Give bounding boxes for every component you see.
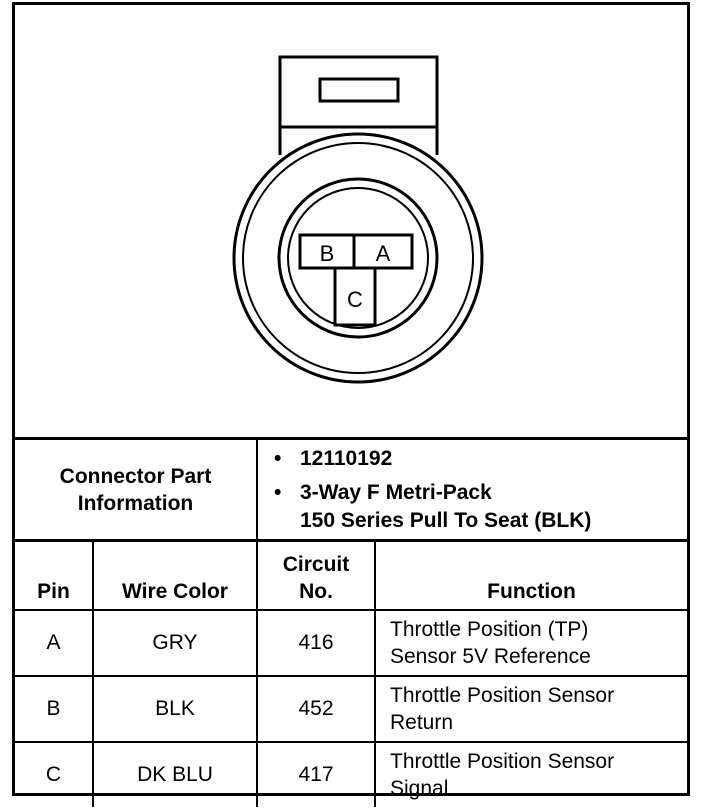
function-line1: Throttle Position Sensor xyxy=(390,684,615,707)
function-cell: Throttle Position (TP) Sensor 5V Referen… xyxy=(374,609,687,677)
function-line1: Throttle Position Sensor xyxy=(390,750,615,773)
pin-cell: B xyxy=(15,675,94,743)
pinout-table: Pin Wire Color Circuit No. Function A GR… xyxy=(15,539,687,807)
part-info-label-line1: Connector Part xyxy=(59,465,212,488)
wire-color-cell: DK BLU xyxy=(92,741,258,807)
locking-tab xyxy=(278,55,439,155)
pin-cavities xyxy=(298,233,414,327)
header-circuit-line1: Circuit xyxy=(282,553,350,576)
pin-b-label: B xyxy=(320,241,335,266)
wire-color-cell: BLK xyxy=(92,675,258,743)
connector-description-line2: 150 Series Pull To Seat (BLK) xyxy=(300,509,592,532)
connector-part-info: Connector Part Information • 12110192 • … xyxy=(15,437,687,542)
pin-a-label: A xyxy=(376,241,391,266)
connector-drawing: B A C xyxy=(232,55,484,384)
function-cell: Throttle Position Sensor Signal xyxy=(374,741,687,807)
circuit-cell: 416 xyxy=(256,609,376,677)
part-info-list: • 12110192 • 3-Way F Metri-Pack 150 Seri… xyxy=(256,437,687,542)
header-circuit: Circuit No. xyxy=(256,539,376,611)
function-line2: Return xyxy=(390,711,454,734)
connector-description-line1: 3-Way F Metri-Pack xyxy=(300,481,492,504)
part-number-item: • 12110192 xyxy=(274,445,687,473)
table-row: B BLK 452 Throttle Position Sensor Retur… xyxy=(15,675,687,743)
header-wire-color: Wire Color xyxy=(92,539,258,611)
connector-sheet: B A C Connector Part Information • 12110… xyxy=(12,2,690,807)
bullet-icon: • xyxy=(274,447,282,470)
pinout-header-row: Pin Wire Color Circuit No. Function xyxy=(15,539,687,611)
bullet-icon: • xyxy=(274,481,282,504)
connector-diagram: B A C xyxy=(15,5,687,437)
connector-description-item: • 3-Way F Metri-Pack xyxy=(274,479,687,507)
function-line2: Signal xyxy=(390,777,449,800)
pin-cell: C xyxy=(15,741,94,807)
circuit-cell: 452 xyxy=(256,675,376,743)
part-info-label-line2: Information xyxy=(77,492,194,515)
function-cell: Throttle Position Sensor Return xyxy=(374,675,687,743)
part-number: 12110192 xyxy=(300,447,393,470)
pin-c-label: C xyxy=(347,287,363,312)
pin-cell: A xyxy=(15,609,94,677)
table-row: C DK BLU 417 Throttle Position Sensor Si… xyxy=(15,741,687,807)
table-row: A GRY 416 Throttle Position (TP) Sensor … xyxy=(15,609,687,677)
header-circuit-line2: No. xyxy=(299,580,333,603)
function-line1: Throttle Position (TP) xyxy=(390,618,589,641)
function-line2: Sensor 5V Reference xyxy=(390,645,591,668)
header-function: Function xyxy=(374,539,687,611)
part-info-label: Connector Part Information xyxy=(15,437,258,542)
wire-color-cell: GRY xyxy=(92,609,258,677)
header-pin: Pin xyxy=(15,539,94,611)
circuit-cell: 417 xyxy=(256,741,376,807)
